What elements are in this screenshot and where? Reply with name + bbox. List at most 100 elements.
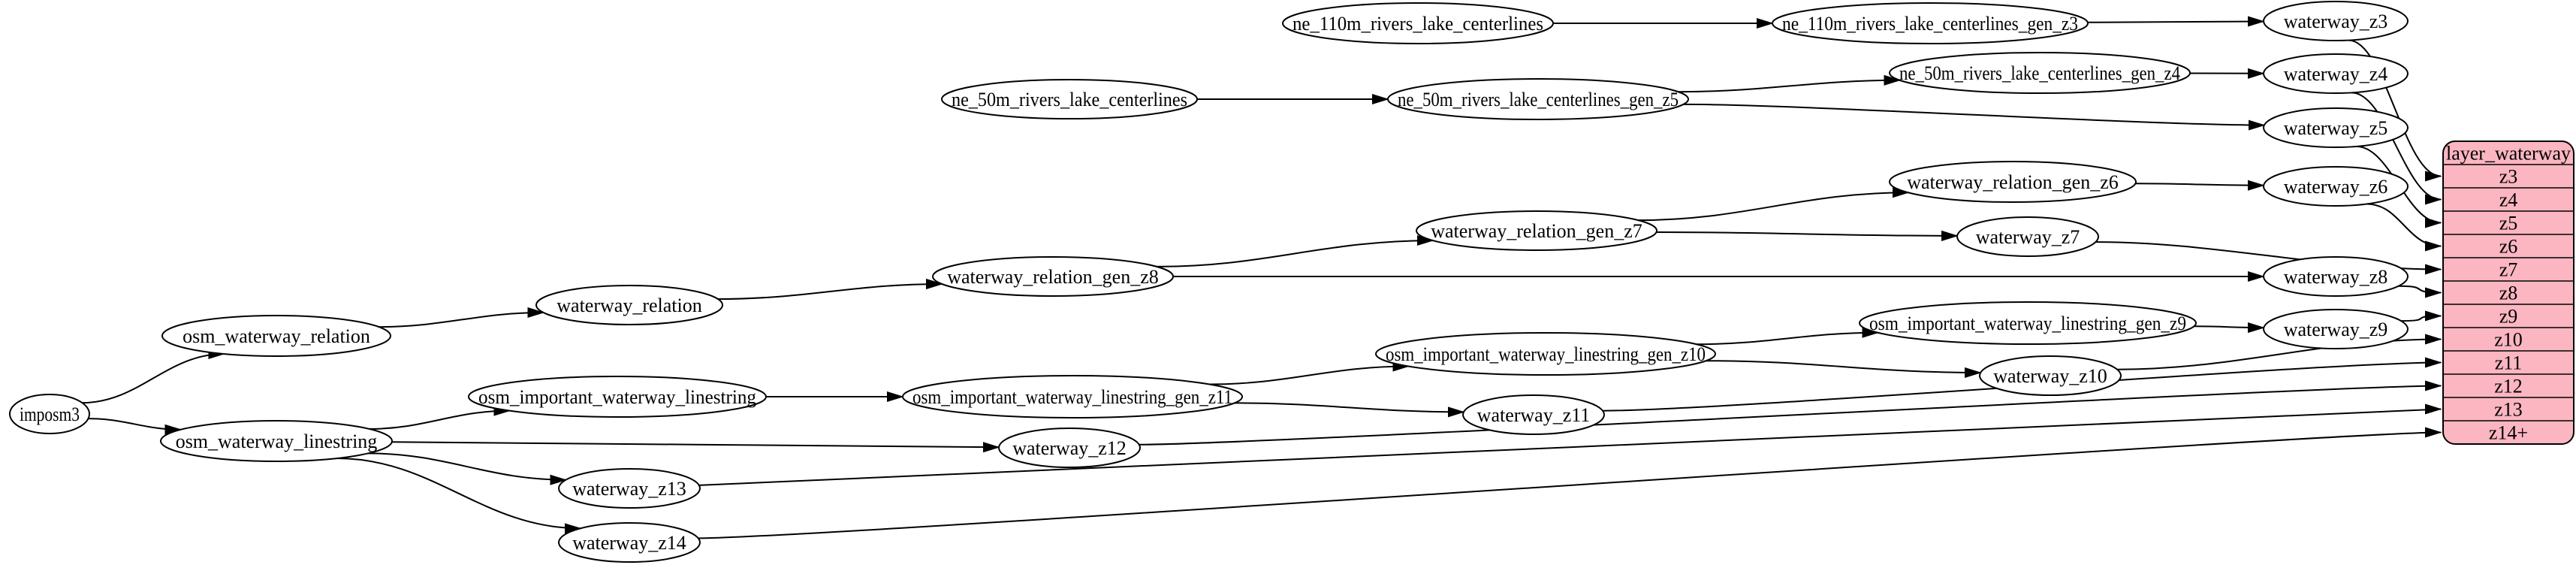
node-label: waterway_z10	[1993, 365, 2107, 387]
node-ellipse	[2263, 1, 2409, 41]
node-ellipse	[1462, 394, 1605, 435]
table-row-z13: z13	[2494, 399, 2523, 421]
node-ellipse	[941, 79, 1198, 119]
node-osm_important_waterway_linestring: osm_important_waterway_linestring	[468, 376, 767, 418]
edge-osm_waterway_linestring--waterway_z12	[391, 441, 999, 447]
edge-waterway_relation--waterway_relation_gen_z8	[718, 284, 942, 300]
node-waterway_relation: waterway_relation	[535, 285, 723, 325]
node-label: waterway_z7	[1976, 226, 2080, 248]
edges	[82, 22, 2441, 539]
node-waterway_z13: waterway_z13	[558, 468, 701, 509]
node-ellipse	[1282, 2, 1554, 44]
node-imposm3: imposm3	[9, 394, 90, 434]
node-waterway_z12: waterway_z12	[998, 428, 1141, 468]
table-row-z5: z5	[2499, 213, 2518, 234]
node-label: imposm3	[20, 403, 80, 425]
node-label: osm_important_waterway_linestring_gen_z1…	[912, 386, 1232, 408]
node-osm_important_waterway_linestring_gen_z10: osm_important_waterway_linestring_gen_z1…	[1375, 332, 1716, 376]
node-waterway_z7: waterway_z7	[1956, 216, 2099, 257]
table-row-z3: z3	[2499, 166, 2518, 188]
node-waterway_z3: waterway_z3	[2263, 1, 2409, 41]
table-frame	[2442, 140, 2574, 445]
node-ellipse	[1387, 78, 1689, 120]
node-osm_waterway_relation: osm_waterway_relation	[161, 315, 391, 357]
node-label: waterway_z6	[2284, 176, 2388, 198]
edge-waterway_relation_gen_z6--waterway_z6	[2135, 183, 2264, 185]
node-ellipse	[902, 375, 1243, 418]
node-ellipse	[558, 522, 701, 563]
node-waterway_z4: waterway_z4	[2263, 53, 2409, 94]
node-label: ne_50m_rivers_lake_centerlines_gen_z5	[1398, 89, 1679, 110]
node-label: waterway_relation_gen_z6	[1907, 171, 2119, 193]
edge-osm_important_waterway_linestring_gen_z10--osm_important_waterway_linestring_gen_z9	[1696, 333, 1878, 346]
node-label: ne_50m_rivers_lake_centerlines	[952, 89, 1187, 110]
edge-osm_waterway_linestring--waterway_z14	[336, 458, 581, 528]
edge-ne_50m_rivers_lake_centerlines_gen_z5--waterway_z5	[1683, 103, 2264, 125]
node-waterway_z9: waterway_z9	[2263, 309, 2409, 349]
node-ellipse	[1889, 161, 2137, 203]
node-ellipse	[1859, 301, 2197, 345]
node-label: waterway_relation	[557, 295, 701, 316]
node-label: osm_waterway_relation	[182, 325, 370, 347]
table-title: layer_waterway	[2446, 143, 2571, 165]
edge-waterway_z3--z3	[2348, 39, 2441, 177]
node-label: waterway_z11	[1477, 404, 1591, 426]
node-osm_important_waterway_linestring_gen_z9: osm_important_waterway_linestring_gen_z9	[1859, 301, 2197, 345]
node-ellipse	[998, 428, 1141, 468]
node-ne_50m_rivers_lake_centerlines_gen_z4: ne_50m_rivers_lake_centerlines_gen_z4	[1889, 52, 2191, 94]
node-ellipse	[468, 376, 767, 418]
node-label: waterway_z12	[1012, 437, 1127, 459]
table-row-z10: z10	[2494, 329, 2523, 351]
node-label: waterway_z5	[2284, 117, 2388, 139]
edge-osm_important_waterway_linestring_gen_z9--waterway_z9	[2194, 326, 2264, 328]
table-row-z4: z4	[2499, 189, 2518, 211]
edge-osm_important_waterway_linestring_gen_z11--osm_important_waterway_linestring_gen_z10	[1209, 367, 1409, 385]
edge-waterway_z8--z8	[2398, 285, 2442, 293]
node-ne_50m_rivers_lake_centerlines_gen_z5: ne_50m_rivers_lake_centerlines_gen_z5	[1387, 78, 1689, 120]
edge-waterway_relation_gen_z7--waterway_relation_gen_z6	[1638, 192, 1908, 222]
edge-waterway_z12--z12	[1139, 386, 2441, 446]
edge-osm_important_waterway_linestring_gen_z10--waterway_z10	[1706, 360, 1980, 373]
node-label: waterway_z9	[2284, 319, 2388, 340]
node-ellipse	[932, 256, 1174, 297]
node-label: osm_important_waterway_linestring	[478, 386, 756, 408]
edge-ne_50m_rivers_lake_centerlines_gen_z5--ne_50m_rivers_lake_centerlines_gen_z4	[1678, 80, 1899, 93]
node-ellipse	[558, 468, 701, 509]
edge-waterway_z10--z10	[2117, 340, 2441, 370]
node-osm_important_waterway_linestring_gen_z11: osm_important_waterway_linestring_gen_z1…	[902, 375, 1243, 418]
node-waterway_z14: waterway_z14	[558, 522, 701, 563]
edge-osm_waterway_relation--waterway_relation	[379, 313, 543, 328]
node-label: ne_110m_rivers_lake_centerlines	[1293, 13, 1543, 35]
node-ellipse	[1416, 210, 1658, 251]
edge-ne_110m_rivers_lake_centerlines_gen_z3--waterway_z3	[2087, 22, 2264, 23]
edge-waterway_relation_gen_z8--waterway_relation_gen_z7	[1157, 240, 1433, 267]
node-label: waterway_relation_gen_z7	[1431, 220, 1642, 242]
node-waterway_relation_gen_z6: waterway_relation_gen_z6	[1889, 161, 2137, 203]
node-osm_waterway_linestring: osm_waterway_linestring	[160, 420, 393, 462]
node-waterway_z8: waterway_z8	[2263, 256, 2409, 297]
node-ellipse	[160, 420, 393, 462]
edge-osm_waterway_linestring--waterway_z13	[368, 452, 566, 479]
node-label: waterway_relation_gen_z8	[947, 266, 1159, 288]
table-row-z12: z12	[2494, 376, 2523, 397]
node-ellipse	[9, 394, 90, 434]
layer-waterway-table: layer_waterwayz3z4z5z6z7z8z9z10z11z12z13…	[2442, 140, 2574, 445]
table-row-z14+: z14+	[2489, 422, 2528, 444]
table-row-z7: z7	[2499, 259, 2518, 281]
edge-waterway_z14--z14+	[698, 433, 2441, 539]
node-label: osm_waterway_linestring	[176, 431, 378, 452]
node-label: waterway_z3	[2284, 11, 2388, 32]
table-row-z9: z9	[2499, 306, 2518, 328]
edge-waterway_z6--z6	[2366, 203, 2441, 246]
node-waterway_z6: waterway_z6	[2263, 166, 2409, 207]
node-label: ne_110m_rivers_lake_centerlines_gen_z3	[1782, 13, 2078, 35]
edge-waterway_z4--z4	[2351, 92, 2441, 199]
node-label: waterway_z8	[2284, 266, 2388, 288]
node-ellipse	[1956, 216, 2099, 257]
node-ellipse	[161, 315, 391, 357]
table-row-z11: z11	[2495, 352, 2523, 374]
node-ne_110m_rivers_lake_centerlines_gen_z3: ne_110m_rivers_lake_centerlines_gen_z3	[1772, 2, 2089, 44]
node-label: ne_50m_rivers_lake_centerlines_gen_z4	[1899, 62, 2180, 84]
edge-osm_important_waterway_linestring_gen_z11--waterway_z11	[1234, 402, 1464, 412]
